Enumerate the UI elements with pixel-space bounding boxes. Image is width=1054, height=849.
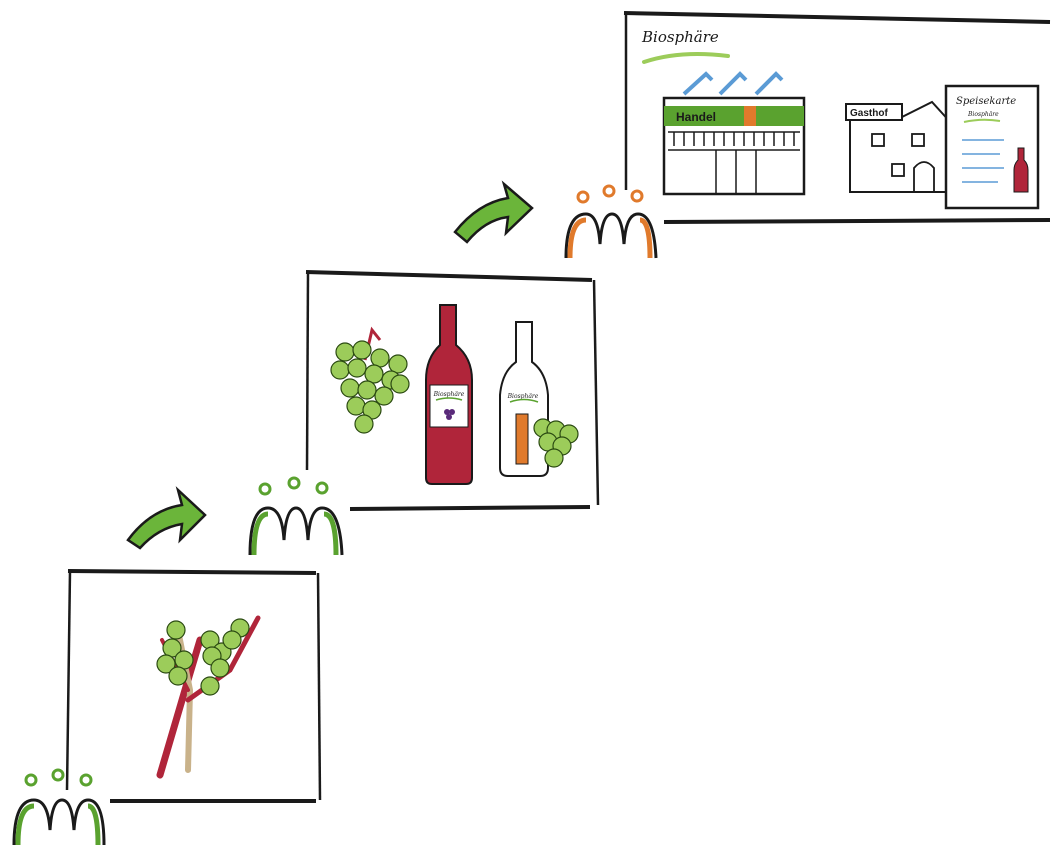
white-wine-bottle-icon: Biosphäre	[500, 322, 578, 476]
shop-building-icon: Handel	[664, 74, 804, 194]
menu-subtitle: Biosphäre	[967, 111, 999, 118]
people-group-icon-2	[250, 478, 342, 555]
red-wine-bottle-icon: Biosphäre	[426, 305, 472, 484]
grape-bunch-icon	[331, 330, 409, 433]
shop-sign: Handel	[676, 110, 716, 124]
inn-building-icon: Gasthof	[846, 102, 952, 192]
grapevine-icon	[157, 618, 258, 775]
arrow-icon-2	[455, 184, 532, 242]
arrow-icon-1	[128, 490, 205, 548]
menu-card-icon: Speisekarte Biosphäre	[946, 86, 1038, 208]
menu-title: Speisekarte	[956, 96, 1016, 107]
people-group-icon-1	[14, 770, 104, 845]
people-group-icon-3	[566, 186, 656, 258]
biosphere-title: Biosphäre	[641, 28, 719, 46]
red-wine-bottle-label: Biosphäre	[433, 391, 465, 398]
stage-vine-panel	[67, 571, 320, 801]
inn-sign: Gasthof	[850, 108, 888, 119]
